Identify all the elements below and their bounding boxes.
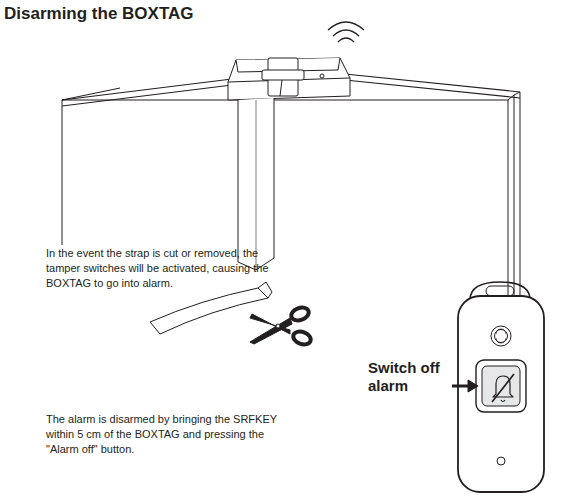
callout-label: Switch off alarm [368,359,448,395]
diagram-title: Disarming the BOXTAG [4,4,194,24]
boxtag-device [228,58,350,100]
wireless-signal [328,22,364,42]
disarm-note: The alarm is disarmed by bringing the SR… [46,412,291,457]
callout-arrow [452,380,478,392]
strap-end [238,98,274,270]
scissors [250,305,313,346]
srfkey-fob [458,282,544,492]
tamper-note: In the event the strap is cut or removed… [46,246,291,291]
cut-strap [150,288,268,334]
alarm-off-icon [492,374,514,402]
